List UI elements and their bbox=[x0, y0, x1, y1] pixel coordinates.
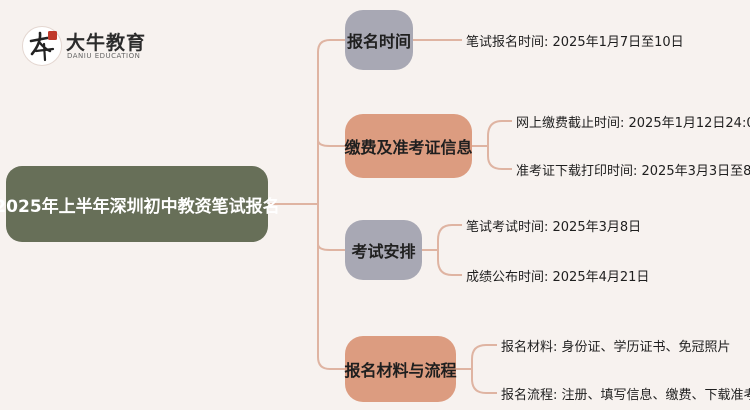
branch-node-materials-process: 报名材料与流程 bbox=[345, 336, 457, 402]
trunk-line bbox=[317, 39, 331, 370]
leaf-admission-download: 准考证下载打印时间: 2025年3月3日至8日 bbox=[516, 164, 750, 179]
logo-mark-icon bbox=[22, 26, 62, 66]
root-node: 2025年上半年深圳初中教资笔试报名 bbox=[0, 166, 280, 242]
leaf-materials: 报名材料: 身份证、学历证书、免冠照片 bbox=[501, 340, 731, 355]
daniu-logo: 大牛教育 DANIU EDUCATION bbox=[22, 24, 152, 70]
logo-glyph-icon bbox=[29, 31, 57, 62]
branch-connector-2 bbox=[317, 139, 345, 147]
leaf-fork-4 bbox=[456, 344, 497, 394]
logo-title: 大牛教育 bbox=[66, 32, 147, 54]
leaf-process: 报名流程: 注册、填写信息、缴费、下载准考证 bbox=[501, 388, 750, 403]
leaf-fork-3 bbox=[422, 224, 462, 276]
leaf-fork-2 bbox=[472, 120, 512, 170]
branch-connector-3 bbox=[317, 243, 345, 251]
branch-node-registration-time: 报名时间 bbox=[345, 10, 413, 70]
branch-node-exam-schedule: 考试安排 bbox=[345, 220, 422, 280]
leaf-exam-date: 笔试考试时间: 2025年3月8日 bbox=[466, 220, 642, 235]
branch-node-payment-admission: 缴费及准考证信息 bbox=[345, 114, 473, 178]
logo-subtitle: DANIU EDUCATION bbox=[67, 52, 141, 60]
leaf-results-date: 成绩公布时间: 2025年4月21日 bbox=[466, 270, 650, 285]
leaf-payment-deadline: 网上缴费截止时间: 2025年1月12日24:00 bbox=[516, 116, 750, 131]
leaf-registration-period: 笔试报名时间: 2025年1月7日至10日 bbox=[466, 35, 684, 50]
